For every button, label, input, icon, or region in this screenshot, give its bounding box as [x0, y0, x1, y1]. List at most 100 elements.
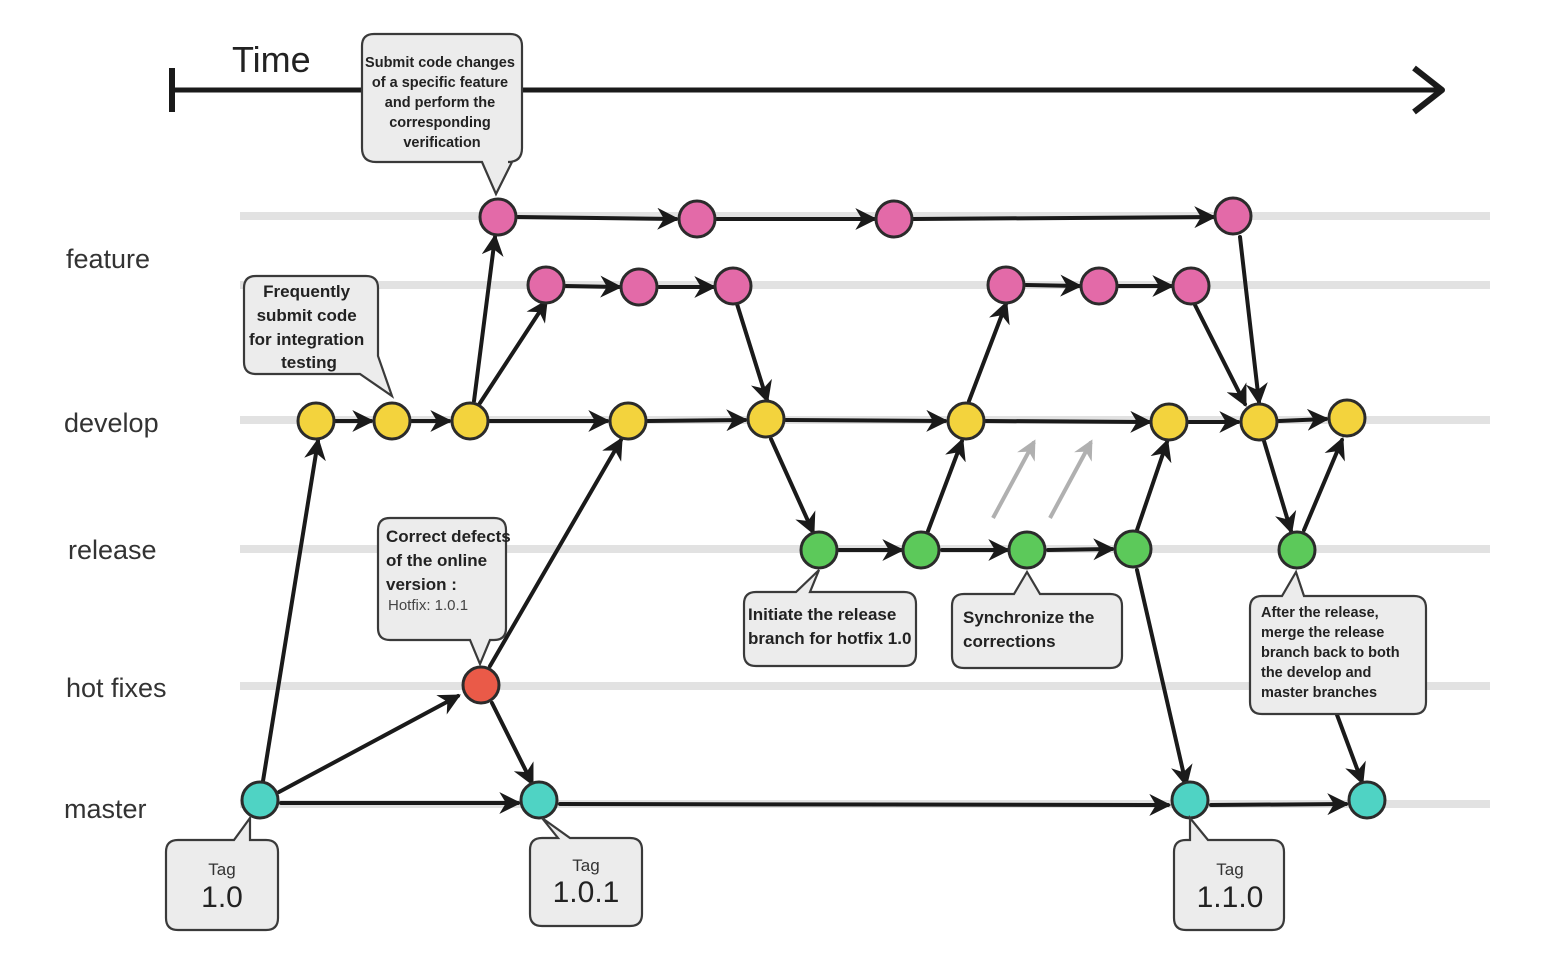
feature-commit[interactable] — [1079, 266, 1119, 306]
develop-commit[interactable] — [946, 401, 986, 441]
sync-hint-arrows — [991, 439, 1093, 519]
release-commit[interactable] — [799, 530, 839, 570]
hotfix-commit[interactable] — [461, 665, 501, 705]
tag-1-0: Tag 1.0 — [164, 814, 280, 932]
callout-hotfix-text: Correct defects of the online version : — [386, 527, 515, 594]
tag-1-1-0-label: Tag — [1216, 860, 1243, 879]
callout-synchronize-box — [950, 569, 1124, 670]
release-commit[interactable] — [1007, 530, 1047, 570]
lane-label-feature: feature — [66, 244, 150, 274]
edge-develop — [784, 409, 949, 432]
master-commit[interactable] — [519, 780, 559, 820]
edge-release-to-develop — [926, 437, 966, 533]
edge-develop — [646, 409, 749, 432]
lane-lines — [240, 212, 1490, 808]
callout-hotfix: Correct defects of the online version : … — [376, 516, 515, 667]
feature-commit[interactable] — [1171, 266, 1211, 306]
edge-develop-to-feature — [472, 233, 504, 403]
edge-feature — [516, 207, 680, 230]
tag-1-0-label: Tag — [208, 860, 235, 879]
commits — [240, 196, 1387, 820]
lane-label-hot-fixes: hot fixes — [66, 673, 167, 703]
develop-commit[interactable] — [746, 399, 786, 439]
tag-1-0-version: 1.0 — [201, 881, 243, 914]
edge-develop-to-feature — [967, 300, 1010, 403]
commit-edges — [261, 206, 1366, 816]
callout-after-release: After the release, merge the release bra… — [1248, 569, 1428, 716]
master-commit[interactable] — [240, 780, 280, 820]
develop-commit[interactable] — [372, 401, 412, 441]
lane-label-develop: develop — [64, 408, 159, 438]
callout-frequent-submit-text: Frequently submit code for integration t… — [249, 282, 369, 372]
edge-hotfix-to-master — [490, 701, 534, 786]
callout-frequent-submit: Frequently submit code for integration t… — [242, 274, 395, 399]
time-axis-arrowhead — [1412, 65, 1445, 115]
feature-commit[interactable] — [986, 265, 1026, 305]
callout-initiate-release: Initiate the release branch for hotfix 1… — [742, 569, 918, 668]
edge-release-to-develop — [1135, 438, 1172, 532]
edge-feature-to-develop — [1238, 235, 1268, 406]
feature-commit[interactable] — [1213, 196, 1253, 236]
lane-label-release: release — [68, 535, 157, 565]
edge-master — [1209, 793, 1350, 816]
develop-commit[interactable] — [608, 401, 648, 441]
edge-hotfix-to-develop — [488, 437, 623, 668]
edge-release-to-master — [1135, 568, 1193, 788]
feature-commit[interactable] — [619, 267, 659, 307]
tag-1-1-0: Tag 1.1.0 — [1172, 814, 1286, 932]
time-label: Time — [232, 39, 311, 80]
edge-develop — [1277, 408, 1330, 431]
edge-master-to-develop — [261, 437, 326, 783]
callout-after-release-text: After the release, merge the release bra… — [1261, 605, 1404, 701]
edge-feature — [1024, 274, 1083, 297]
feature-commit[interactable] — [677, 199, 717, 239]
tag-1-0-1-version: 1.0.1 — [553, 876, 620, 909]
callout-synchronize-text: Synchronize the corrections — [963, 608, 1099, 651]
callout-hotfix-box — [376, 516, 508, 667]
edge-feature-to-develop — [735, 302, 772, 404]
develop-commit[interactable] — [296, 401, 336, 441]
release-commit[interactable] — [1277, 530, 1317, 570]
release-commit[interactable] — [1113, 529, 1153, 569]
release-commit[interactable] — [901, 530, 941, 570]
callout-frequent-submit-box — [242, 274, 395, 399]
edge-master-to-hotfix — [277, 694, 461, 794]
edge-feature-to-develop — [1193, 303, 1247, 407]
edge-feature — [911, 206, 1217, 229]
tag-1-0-box — [164, 814, 280, 932]
master-commit[interactable] — [1170, 780, 1210, 820]
feature-commit[interactable] — [874, 199, 914, 239]
edge-feature — [564, 275, 623, 298]
master-commit[interactable] — [1347, 780, 1387, 820]
tag-1-1-0-version: 1.1.0 — [1197, 881, 1264, 914]
tag-1-0-1: Tag 1.0.1 — [528, 817, 644, 928]
callout-feature-submit-box — [360, 32, 524, 197]
develop-commit[interactable] — [1239, 402, 1279, 442]
edge-develop-to-release — [1262, 439, 1297, 535]
develop-commit[interactable] — [1149, 402, 1189, 442]
tag-1-0-1-box — [528, 817, 644, 928]
callout-feature-submit-text: Submit code changes of a specific featur… — [365, 55, 519, 151]
callout-feature-submit: Submit code changes of a specific featur… — [360, 32, 524, 197]
feature-commit[interactable] — [478, 197, 518, 237]
feature-commit[interactable] — [713, 266, 753, 306]
develop-commit[interactable] — [450, 401, 490, 441]
edge-release-to-develop — [1302, 436, 1345, 532]
tag-1-1-0-box — [1172, 814, 1286, 932]
feature-commit[interactable] — [526, 265, 566, 305]
callout-hotfix-version: Hotfix: 1.0.1 — [388, 597, 468, 614]
sync-hint-arrow-2 — [1048, 439, 1093, 519]
edge-master — [558, 793, 1172, 816]
edge-develop-to-feature — [478, 299, 548, 405]
edge-develop-to-release — [769, 437, 816, 536]
callout-after-release-box — [1248, 569, 1428, 716]
develop-commit[interactable] — [1327, 398, 1367, 438]
callout-initiate-release-box — [742, 569, 918, 668]
callout-initiate-release-text: Initiate the release branch for hotfix 1… — [748, 605, 911, 648]
edge-release — [1046, 538, 1116, 561]
lane-label-master: master — [64, 794, 147, 824]
sync-hint-arrow-1 — [991, 439, 1036, 519]
lane-labels: feature develop release hot fixes master — [64, 244, 167, 824]
callout-synchronize: Synchronize the corrections — [950, 569, 1124, 670]
